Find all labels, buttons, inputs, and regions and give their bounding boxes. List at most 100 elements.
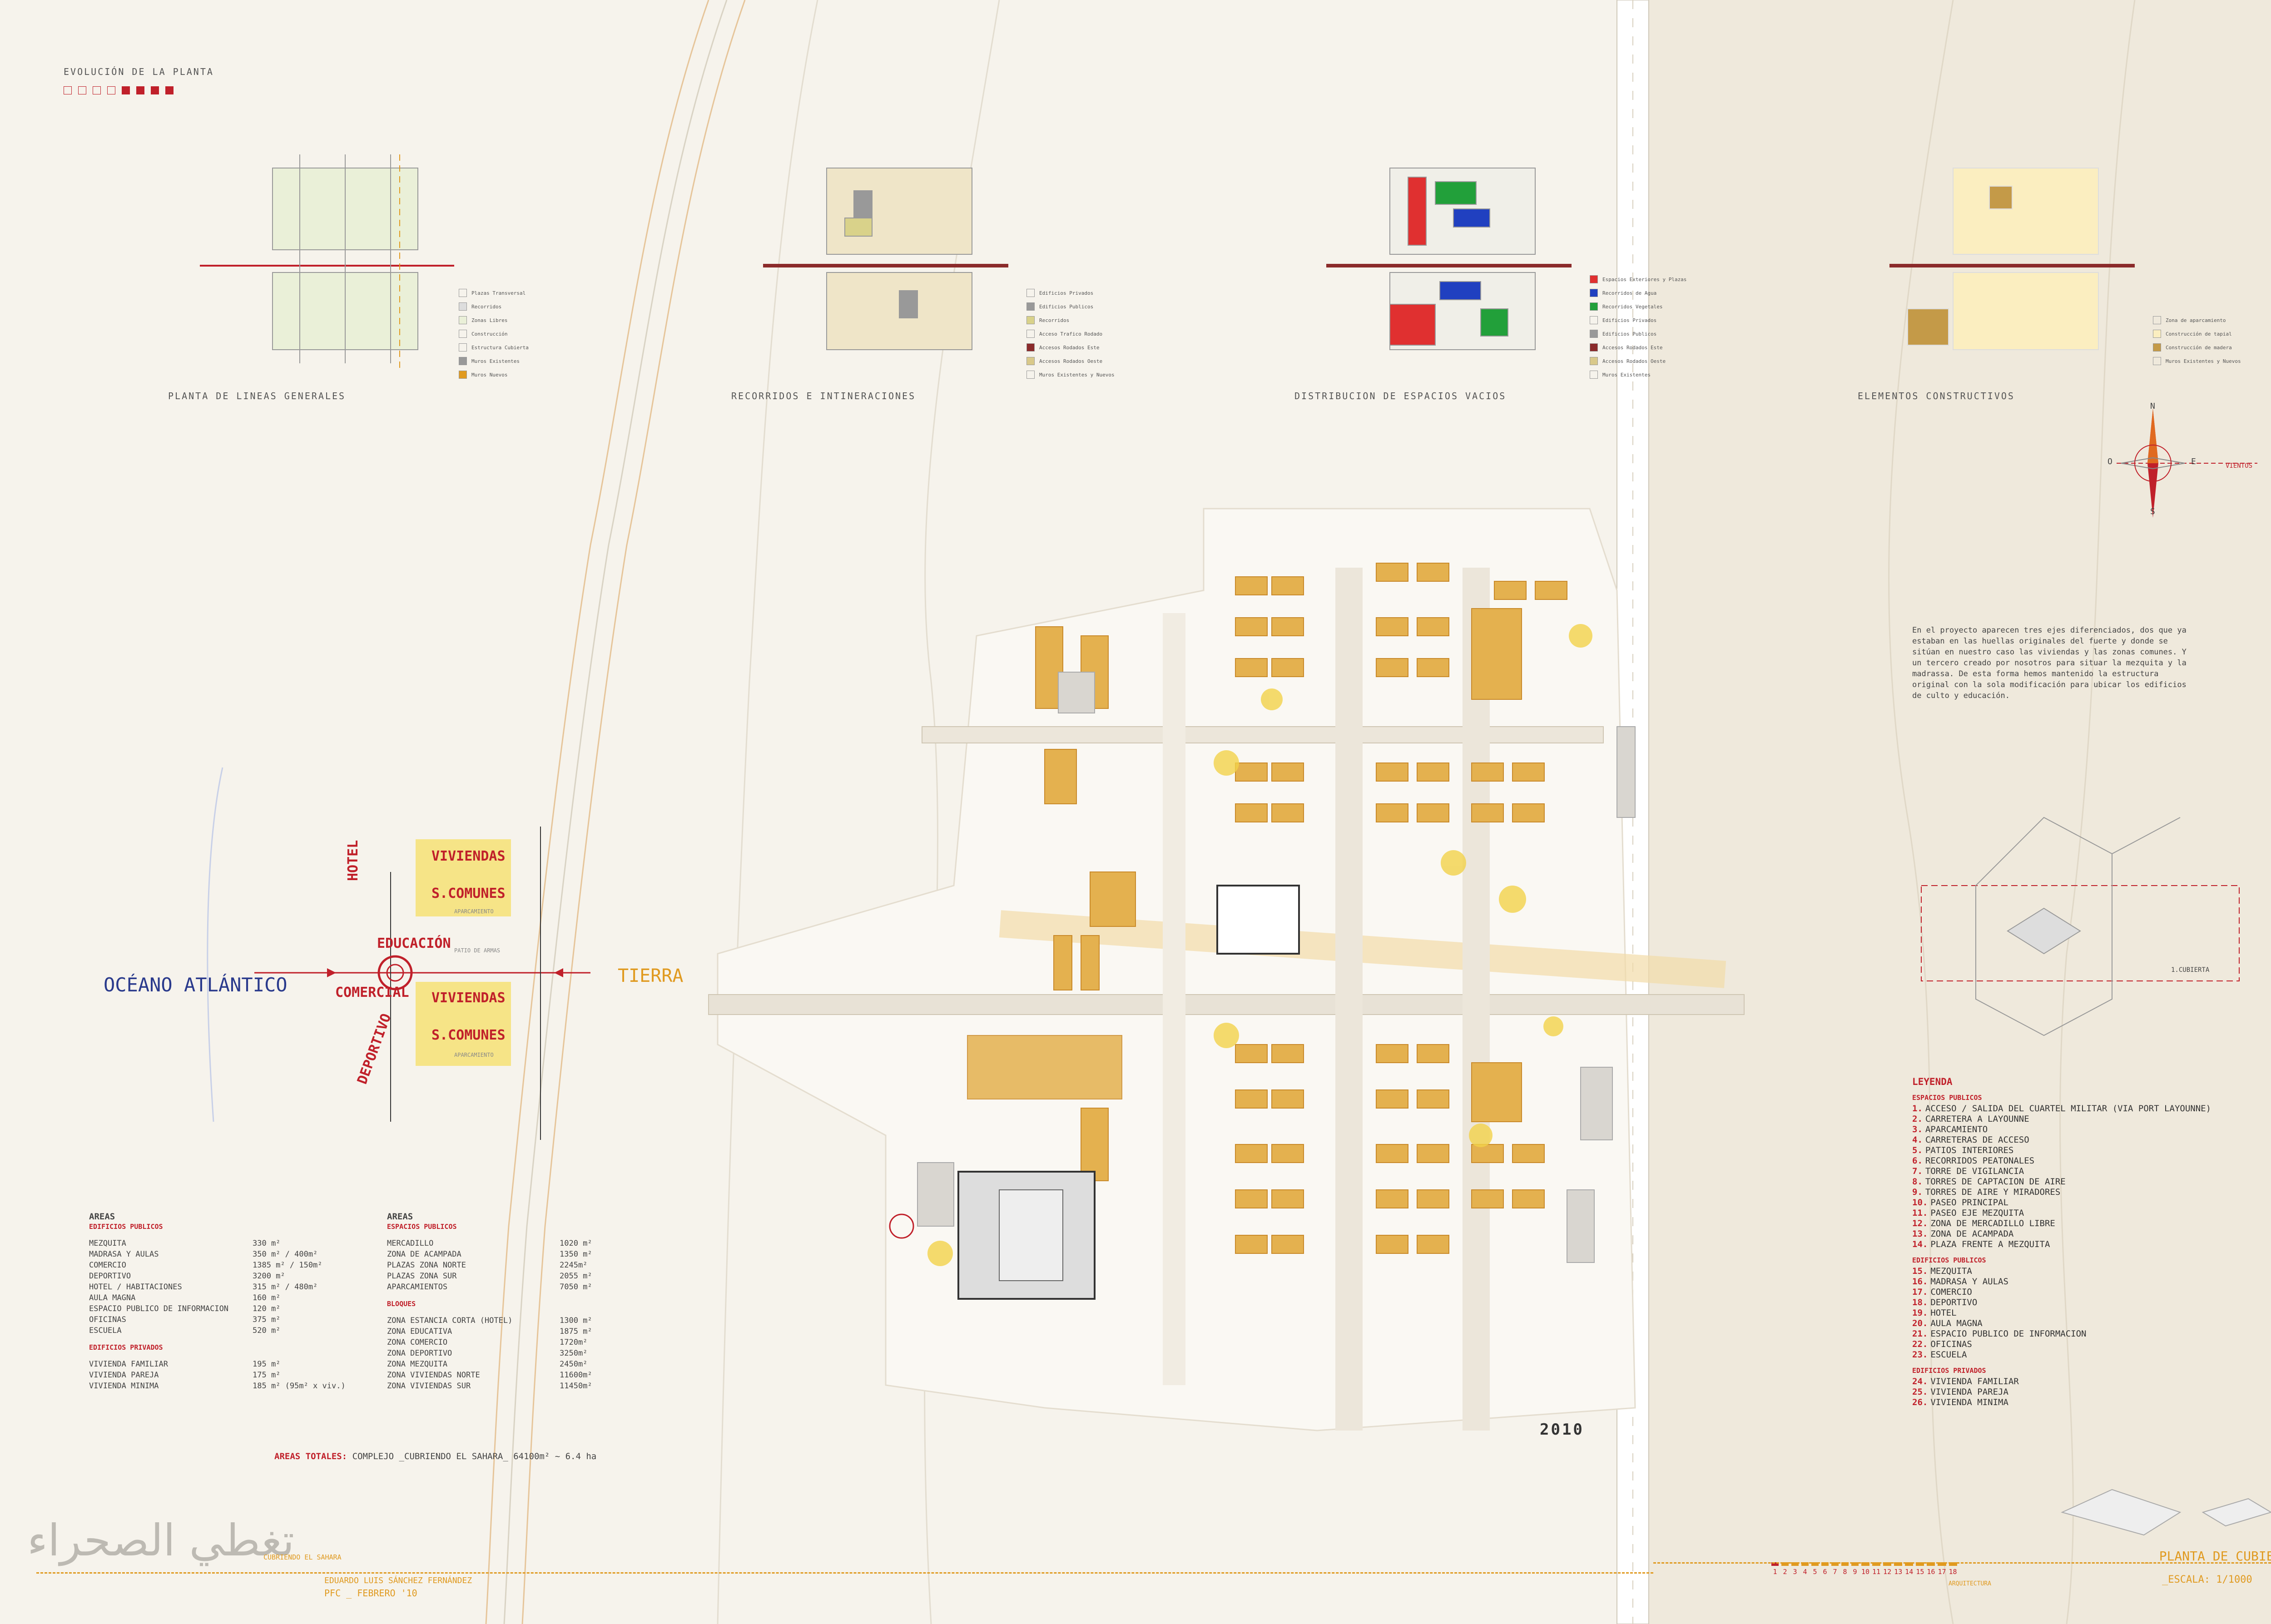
evolution-step[interactable] [93,86,101,94]
sheet-number[interactable]: 8 [1841,1562,1849,1576]
land-label: TIERRA [618,965,684,986]
diagram-legend-4: Zona de aparcamiento Construcción de tap… [2153,313,2241,368]
compass-rose-icon [2117,409,2257,518]
sheet-number[interactable]: 13 [1894,1562,1903,1576]
legend-row: Recorridos [459,300,529,313]
ocean-label: OCÉANO ATLÁNTICO [104,974,288,996]
sheet-number[interactable]: 6 [1821,1562,1829,1576]
zoning-diagram-svg [207,767,590,1140]
sheet-number[interactable]: 10 [1861,1562,1870,1576]
legend-swatch [2153,330,2161,338]
sheet-number[interactable]: 18 [1949,1562,1957,1576]
sheet-scale: _ESCALA: 1/1000 [2162,1574,2252,1585]
sheet-number[interactable]: 17 [1938,1562,1946,1576]
legend-row: Recorridos Vegetales [1590,300,1686,313]
leyenda-item: 26.VIVIENDA MINIMA [1912,1397,2008,1407]
evolution-step[interactable] [78,86,86,94]
evolution-step[interactable] [165,86,174,94]
evolution-steps[interactable] [64,86,174,94]
footer-rule [36,1572,1653,1574]
legend-swatch [1026,316,1035,324]
leyenda-item: 18.DEPORTIVO [1912,1297,1978,1307]
sheet-number[interactable]: 3 [1791,1562,1799,1576]
sheet-number[interactable]: 4 [1801,1562,1809,1576]
areas-private-title: EDIFICIOS PRIVADOS [89,1343,163,1352]
legend-row: Zonas Libres [459,313,529,327]
leyenda-group: ESPACIOS PUBLICOS [1912,1094,1982,1102]
main-promenade [708,994,1745,1015]
walkway [1335,568,1363,1431]
legend-swatch [1590,316,1598,324]
project-description: En el proyecto aparecen tres ejes difere… [1912,626,2187,700]
legend-row: Edificios Privados [1590,313,1686,327]
leyenda-title: LEYENDA [1912,1076,1953,1087]
legend-swatch [2153,357,2161,365]
leyenda-item: 10.PASEO PRINCIPAL [1912,1198,2008,1208]
sheet-number[interactable]: 7 [1831,1562,1839,1576]
legend-swatch [1590,275,1598,283]
evolution-step[interactable] [107,86,115,94]
leyenda-item: 16.MADRASA Y AULAS [1912,1277,2008,1287]
leyenda-item: 1.ACCESO / SALIDA DEL CUARTEL MILITAR (V… [1912,1104,2211,1114]
sheet-number[interactable]: 2 [1781,1562,1789,1576]
diagram-caption-1: PLANTA DE LINEAS GENERALES [168,391,346,401]
legend-row: Construcción de madera [2153,341,2241,354]
diagram-caption-2: RECORRIDOS E INTINERACIONES [731,391,916,401]
sheet-number[interactable]: 11 [1872,1562,1881,1576]
legend-swatch [1590,343,1598,352]
legend-row: Construcción [459,327,529,341]
legend-swatch [459,316,467,324]
legend-swatch [2153,343,2161,352]
compass-vientos: VIENTOS [2226,462,2253,470]
areas-totals-value: COMPLEJO _CUBRIENDO EL SAHARA_ 64100m² ~… [352,1451,597,1461]
sheet-number[interactable]: 9 [1851,1562,1859,1576]
leyenda-item: 11.PASEO EJE MEZQUITA [1912,1208,2024,1218]
axonometric-sketch [1921,817,2240,1036]
diagram-caption-4: ELEMENTOS CONSTRUCTIVOS [1858,391,2015,401]
legend-swatch [459,330,467,338]
sheet-number[interactable]: 14 [1905,1562,1914,1576]
legend-row: Muros Existentes [459,354,529,368]
sheet-number[interactable]: 16 [1927,1562,1935,1576]
legend-row: Zona de aparcamiento [2153,313,2241,327]
evolution-step[interactable] [64,86,72,94]
footer-pfc: PFC _ FEBRERO '10 [324,1588,417,1599]
footer-arq: ARQUITECTURA [1949,1580,1991,1587]
areas-blocks-title: BLOQUES [387,1300,416,1308]
areas-public-title: EDIFICIOS PUBLICOS [89,1223,163,1231]
legend-row: Espacios Exteriores y Plazas [1590,272,1686,286]
leyenda-item: 13.ZONA DE ACAMPADA [1912,1229,2014,1239]
evolucion-title: EVOLUCIÓN DE LA PLANTA [64,66,214,77]
sheet-number[interactable]: 15 [1916,1562,1924,1576]
evolution-step[interactable] [136,86,144,94]
year-label: 2010 [1540,1421,1584,1439]
evolution-step[interactable] [122,86,130,94]
leyenda-item: 23.ESCUELA [1912,1350,1967,1360]
diagram-recorridos [763,168,1008,350]
compass-e: E [2191,457,2196,466]
legend-row: Recorridos [1026,313,1115,327]
sheet-number[interactable]: 5 [1811,1562,1819,1576]
roof-structures [917,672,1636,1263]
legend-row: Accesos Rodados Oeste [1590,354,1686,368]
areas-spaces-title: AREAS [387,1212,413,1222]
legend-swatch [1026,343,1035,352]
sheet-number[interactable]: 12 [1883,1562,1892,1576]
areas-totals-label: AREAS TOTALES: [274,1451,347,1461]
legend-row: Construcción de tapial [2153,327,2241,341]
sheet-number[interactable]: 1 [1771,1562,1779,1576]
zone-small-label: APARCAMIENTO [454,1052,494,1058]
evolution-step[interactable] [151,86,159,94]
